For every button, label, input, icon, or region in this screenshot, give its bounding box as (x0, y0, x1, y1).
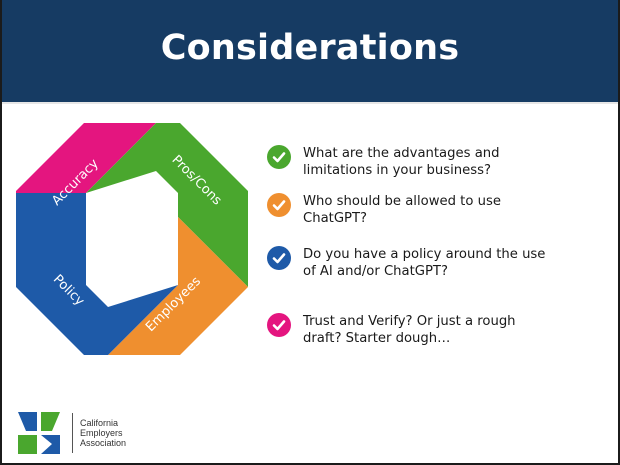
logo-divider (72, 413, 73, 453)
check-circle-icon (267, 246, 291, 270)
list-item: Trust and Verify? Or just a rough draft?… (267, 313, 607, 347)
list-item: Do you have a policy around the use of A… (267, 246, 607, 280)
check-circle-icon (267, 313, 291, 337)
diagram-center (86, 193, 178, 285)
list-item-text: Trust and Verify? Or just a rough draft?… (303, 314, 516, 346)
diagram-segment-employees (108, 217, 248, 355)
footer-logo: California Employers Association (16, 410, 126, 456)
list-item-text: Who should be allowed to use ChatGPT? (303, 194, 501, 226)
check-circle-icon (267, 145, 291, 169)
list-item-text: What are the advantages and limitations … (303, 146, 500, 178)
slide-title: Considerations (160, 28, 460, 68)
list-item: What are the advantages and limitations … (267, 145, 607, 179)
diagram-segment-policy (16, 193, 178, 355)
logo-text: California Employers Association (80, 418, 127, 448)
slide-header: Considerations (2, 0, 618, 104)
cea-logo-icon (18, 412, 60, 454)
list-item: Who should be allowed to use ChatGPT? (267, 193, 607, 227)
considerations-diagram: Accuracy Pros/Cons Employees Policy (16, 123, 248, 355)
diagram-segment-pros-cons (86, 123, 248, 287)
diagram-segment-accuracy (16, 123, 156, 193)
check-circle-icon (267, 193, 291, 217)
list-item-text: Do you have a policy around the use of A… (303, 247, 546, 279)
